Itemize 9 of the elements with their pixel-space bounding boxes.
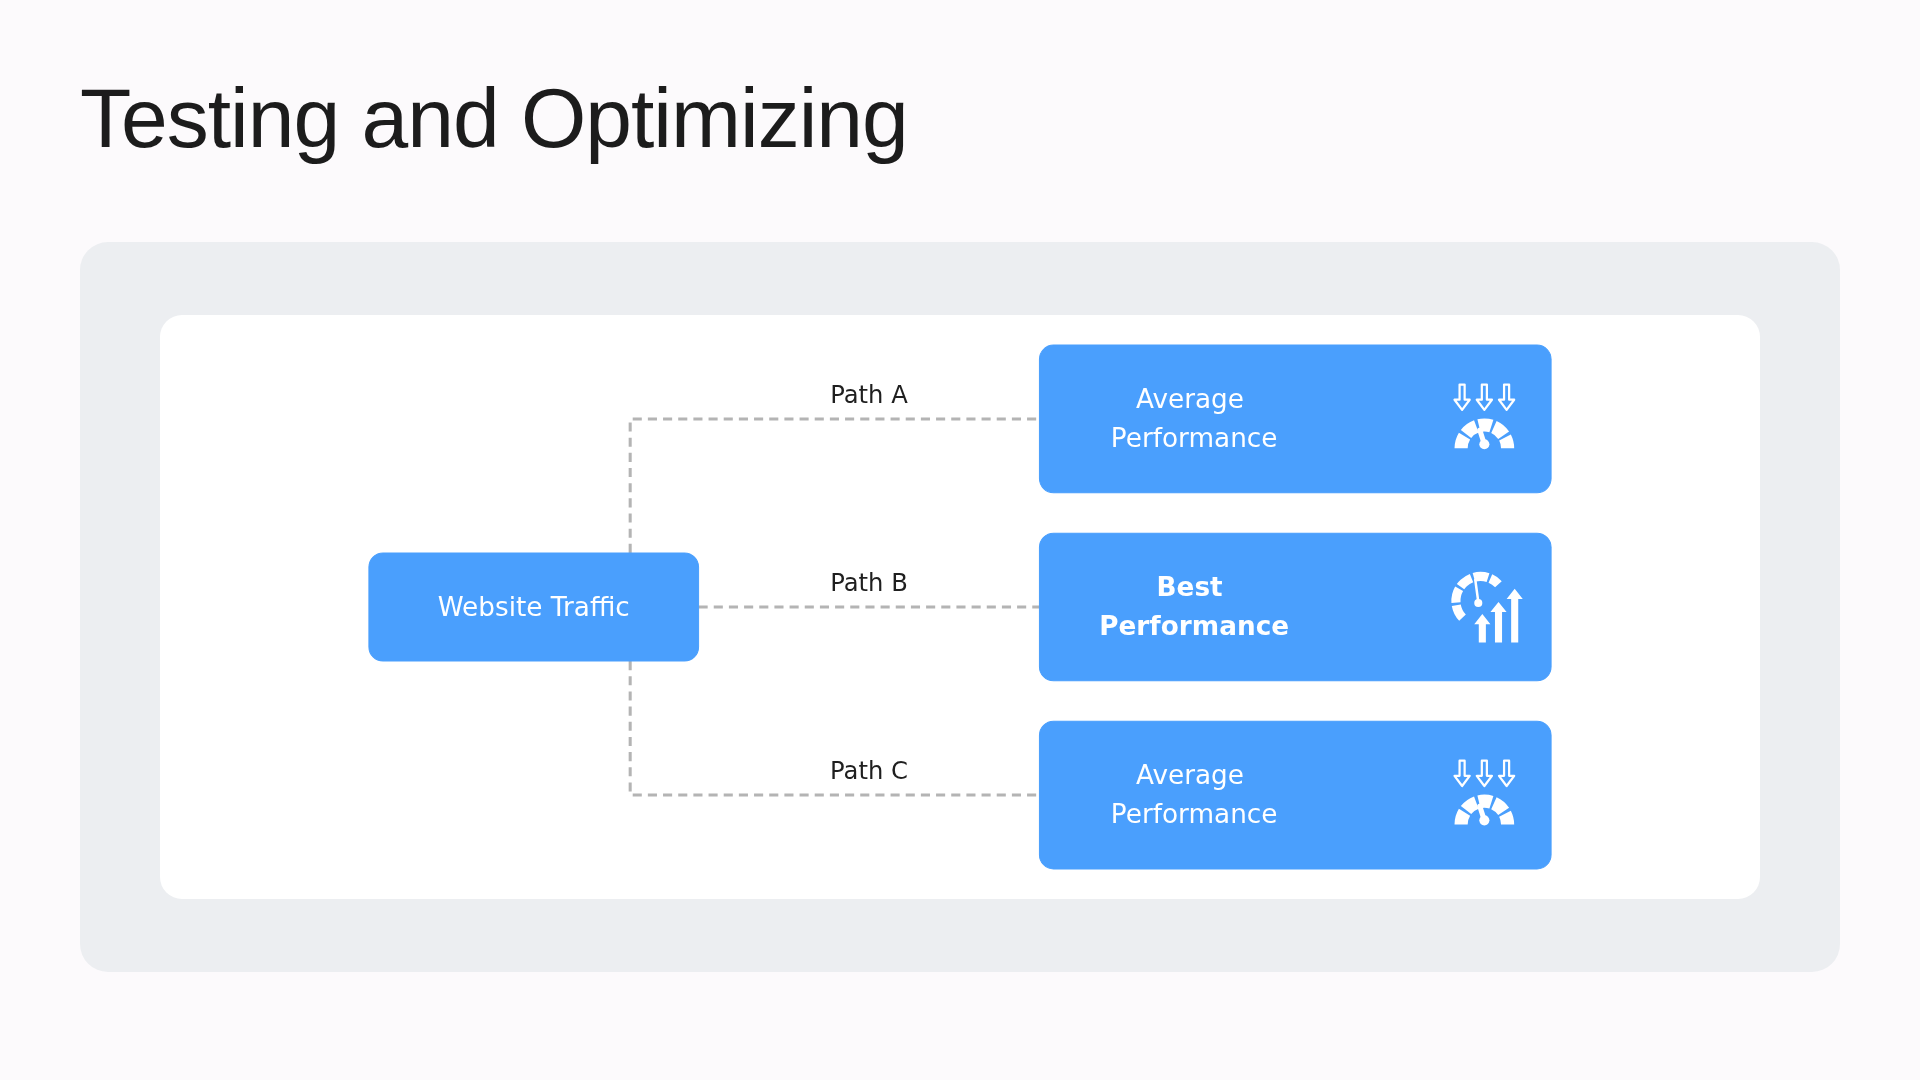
process-box: Best Performance [1038, 532, 1552, 682]
title: Testing and Optimizing [80, 72, 908, 165]
edge-label: Path C [830, 756, 908, 785]
process-box: Average Performance [1038, 720, 1552, 870]
edge-label: Path B [830, 568, 908, 597]
process-box: Average Performance [1038, 344, 1552, 494]
process-box: Website Traffic [368, 552, 700, 662]
diagram-card: Path A Path B Path C Website Traffic Average Performance Best Performance Average Performance [160, 315, 1760, 899]
edge-label: Path A [830, 380, 908, 409]
